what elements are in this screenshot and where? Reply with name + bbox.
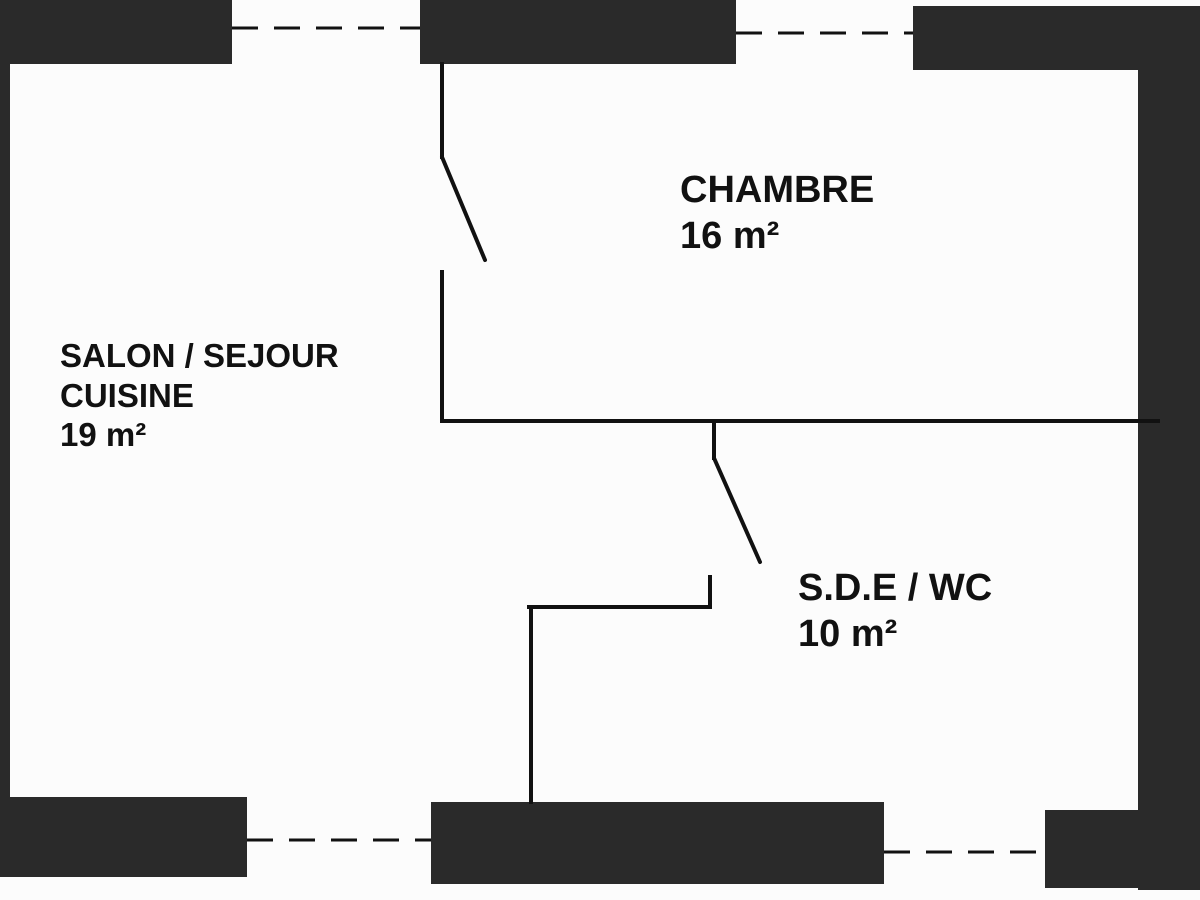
wall-bottom-left: [0, 797, 247, 877]
door-sde: [712, 456, 762, 564]
salon-area: 19 m²: [60, 416, 147, 454]
doors: [440, 155, 762, 564]
sde-area: 10 m²: [798, 612, 898, 655]
room-label-chambre: CHAMBRE 16 m²: [680, 168, 874, 259]
wall-bottom-right: [1045, 810, 1200, 888]
wall-top-right: [913, 6, 1200, 70]
door-chambre: [440, 155, 487, 262]
wall-left: [0, 60, 10, 800]
wall-top-middle: [420, 0, 736, 64]
salon-name-line2: CUISINE: [60, 376, 194, 414]
room-label-salon: SALON / SEJOUR CUISINE 19 m²: [60, 336, 339, 455]
partitions: [440, 62, 1160, 804]
sde-name: S.D.E / WC: [798, 567, 993, 609]
wall-bottom-middle: [431, 802, 884, 884]
room-label-sde: S.D.E / WC 10 m²: [798, 566, 992, 657]
chambre-area: 16 m²: [680, 214, 780, 257]
windows: [232, 26, 1045, 854]
salon-name-line1: SALON / SEJOUR: [60, 337, 339, 374]
chambre-name: CHAMBRE: [680, 169, 875, 211]
wall-right: [1138, 60, 1200, 890]
wall-top-left: [0, 0, 232, 64]
